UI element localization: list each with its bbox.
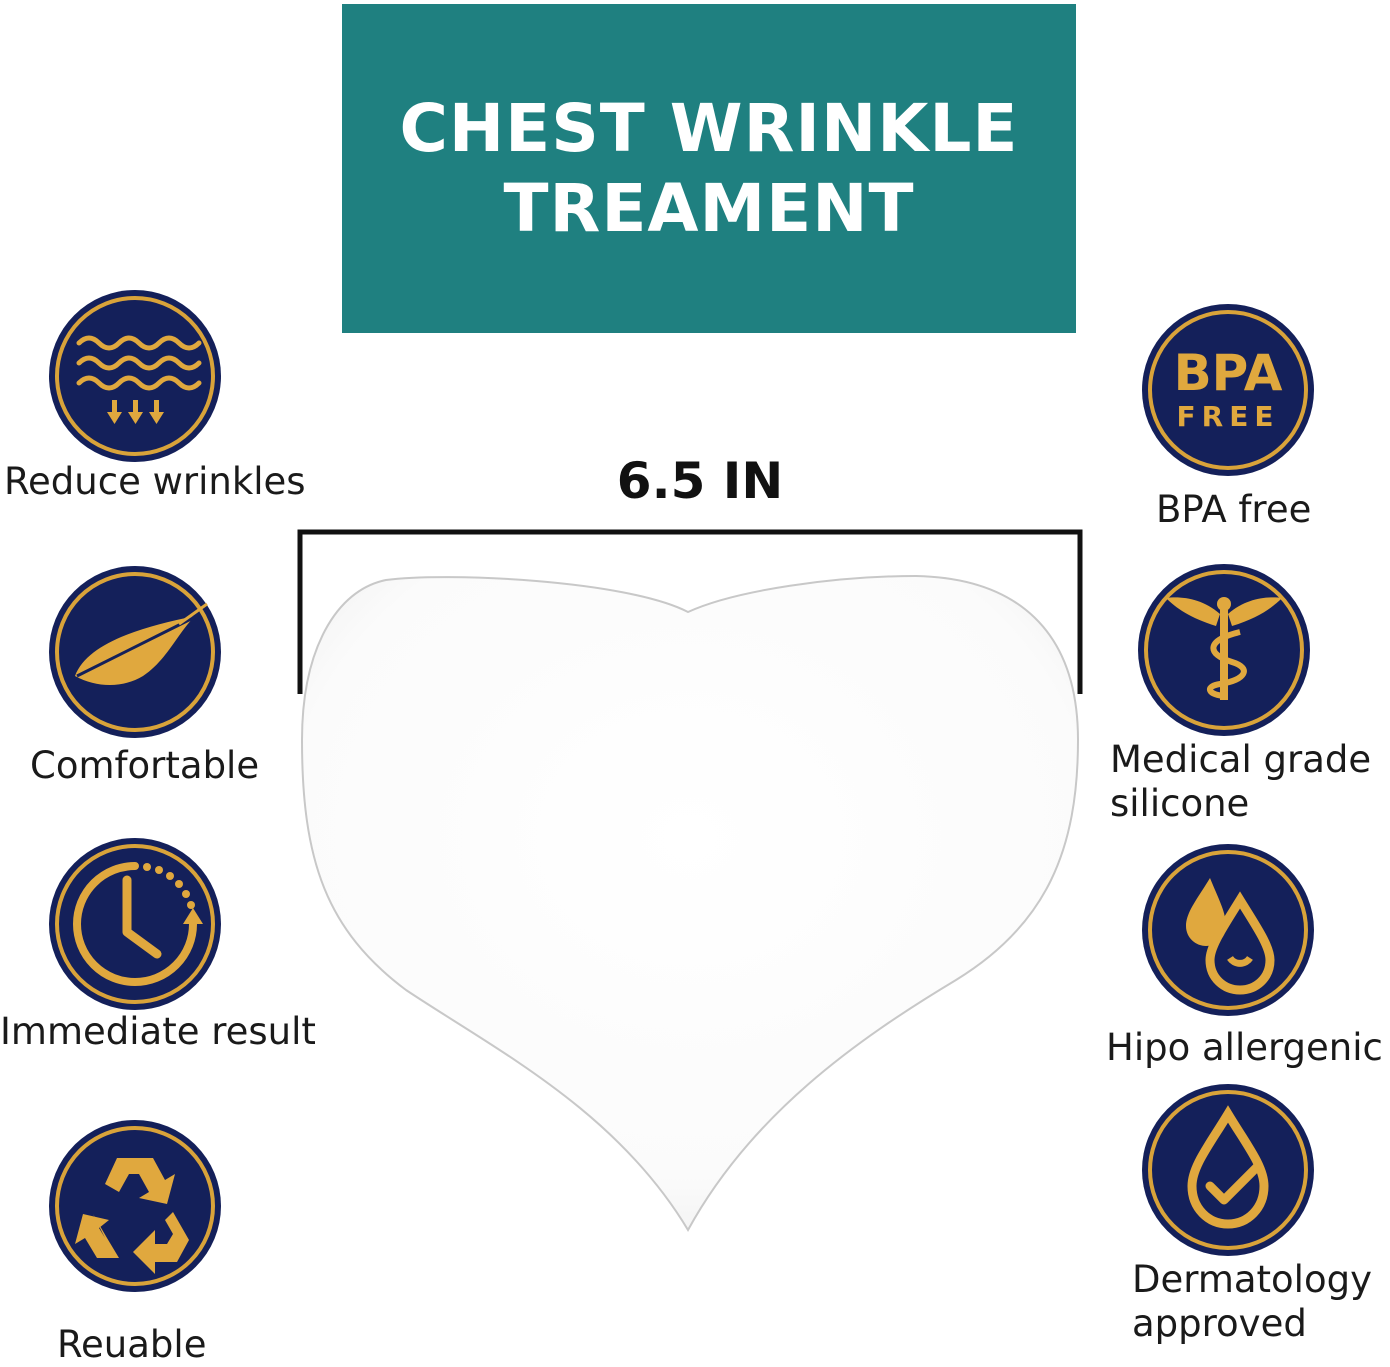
bpa-free-label: BPA free (1156, 488, 1312, 531)
bpa-free-icon: BPA FREE (1142, 304, 1314, 476)
heart-silicone-pad (300, 574, 1080, 1233)
reduce-wrinkles-label: Reduce wrinkles (4, 460, 306, 503)
bpa-badge-text: BPA (1174, 344, 1283, 402)
recycle-icon (49, 1120, 221, 1292)
reusable-badge (47, 1118, 223, 1294)
reduce-wrinkles-badge (47, 288, 223, 464)
banner-title-line-1: CHEST WRINKLE (399, 89, 1019, 167)
comfortable-label: Comfortable (30, 744, 260, 787)
drop-icon (1142, 844, 1314, 1016)
drop-check-icon (1142, 1084, 1314, 1256)
medical-grade-badge (1136, 562, 1312, 738)
caduceus-icon (1138, 564, 1310, 736)
hypoallergenic-badge (1140, 842, 1316, 1018)
banner-title-line-2: TREAMENT (503, 169, 915, 247)
medical-grade-label-line1: Medical grade (1110, 738, 1372, 781)
immediate-result-label: Immediate result (0, 1010, 316, 1053)
clock-icon (49, 838, 221, 1010)
hypoallergenic-label: Hipo allergenic (1106, 1026, 1383, 1069)
immediate-result-badge (47, 836, 223, 1012)
bpa-free-badge: BPA FREE (1140, 302, 1316, 478)
reusable-label: Reuable (57, 1323, 207, 1366)
dermatology-approved-badge (1140, 1082, 1316, 1258)
dimension-bracket (297, 529, 1083, 694)
comfortable-badge (47, 564, 223, 740)
dermatology-label-line1: Dermatology (1132, 1258, 1372, 1301)
dermatology-label-line2: approved (1132, 1302, 1307, 1345)
feather-icon (49, 566, 221, 738)
title-banner: CHEST WRINKLE TREAMENT (342, 4, 1076, 333)
dimension-label: 6.5 IN (616, 452, 784, 510)
wrinkle-waves-icon (49, 290, 221, 462)
medical-grade-label-line2: silicone (1110, 782, 1250, 825)
free-badge-text: FREE (1177, 400, 1280, 433)
